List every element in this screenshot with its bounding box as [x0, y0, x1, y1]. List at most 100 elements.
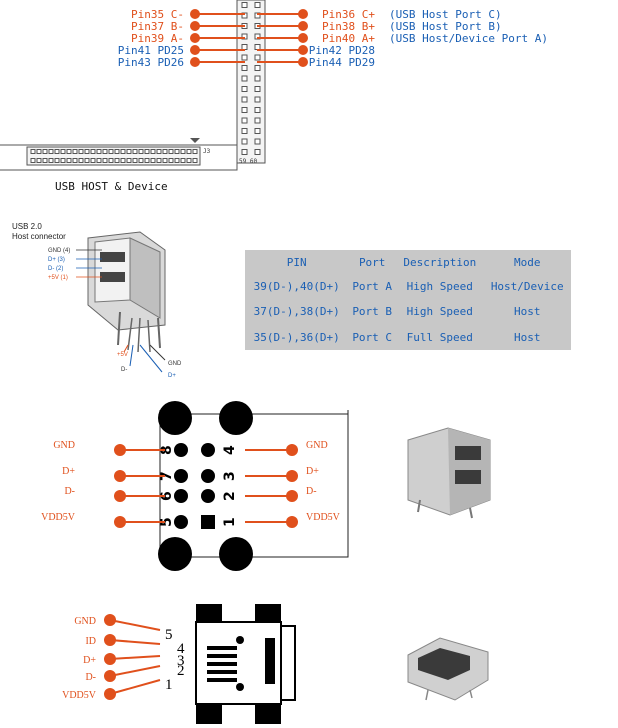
table-cell: Host: [514, 305, 541, 319]
j3-hole: [114, 149, 120, 154]
table-cell: Full Speed: [406, 330, 473, 344]
pin-number: 5: [159, 517, 175, 527]
mini-pin-lead: [109, 655, 161, 660]
header-hole: [241, 96, 248, 103]
left-pin-label: Pin43 PD26: [118, 56, 184, 69]
header-hole: [241, 107, 248, 113]
header-hole: [254, 54, 261, 61]
j3-hole: [60, 149, 66, 154]
pad-dot: [286, 470, 298, 482]
header-number-label: 59 60: [239, 158, 257, 165]
j3-label: J3: [203, 148, 211, 155]
pin-number: 4: [222, 445, 238, 455]
usb-pin-label: +5V (1): [48, 275, 68, 281]
left-signal-label: GND: [53, 440, 75, 451]
connector-title-2: Host connector: [12, 232, 66, 241]
j3-hole: [96, 149, 102, 154]
header-hole: [254, 107, 261, 113]
table-cell: 37(D-),38(D+): [253, 305, 340, 319]
j3-hole: [168, 149, 174, 154]
pin-number: 2: [222, 491, 238, 501]
j3-hole: [168, 158, 174, 163]
j3-hole: [108, 158, 114, 163]
contact-finger: [207, 646, 237, 650]
mount-hole-br: [219, 537, 253, 571]
table-cell: 39(D-),40(D+): [253, 280, 340, 294]
j3-hole: [138, 158, 144, 163]
pin-dot: [190, 45, 200, 55]
pad-dot: [114, 490, 126, 502]
pcb-edge-line-lower: [0, 163, 238, 171]
pin-number: 8: [159, 445, 175, 455]
j3-hole: [54, 158, 60, 163]
j3-hole: [60, 158, 66, 163]
j3-hole: [96, 158, 102, 163]
j3-hole: [186, 158, 192, 163]
header-hole: [254, 149, 261, 155]
left-signal-label: VDD5V: [41, 512, 76, 523]
j3-hole: [102, 158, 108, 163]
usb-pin-labels: GND (4)D+ (3)D- (2)+5V (1): [48, 248, 102, 281]
right-signal-label: D-: [306, 486, 317, 497]
header-hole: [241, 44, 248, 50]
j3-hole: [174, 158, 180, 163]
table-cell: Host/Device: [490, 280, 564, 294]
j3-hole: [102, 149, 108, 154]
pin-dot: [298, 45, 308, 55]
mini-pin-number: 2: [177, 663, 185, 679]
header-hole: [254, 128, 261, 134]
j3-hole: [180, 158, 186, 163]
mini-pin-lead: [109, 639, 161, 645]
header-hole: [241, 2, 248, 8]
pin-number: 1: [222, 517, 238, 527]
header-hole: [241, 86, 248, 92]
table-header-row: PIN Port Description Mode: [245, 250, 571, 274]
mount-hole-tr: [219, 401, 253, 435]
mini-pin-number: 4: [177, 641, 185, 657]
j3-hole: [180, 149, 186, 154]
j3-hole: [48, 149, 54, 154]
connector-title-1: USB 2.0: [12, 222, 42, 231]
j3-hole: [144, 149, 150, 154]
pad: [201, 489, 215, 503]
bottom-label-dplus: D+: [168, 373, 176, 379]
header-hole: [254, 86, 261, 92]
usb-port-table: PIN Port Description Mode 39(D-),40(D+) …: [245, 250, 571, 350]
column-header: Description: [403, 255, 477, 269]
pad: [174, 443, 188, 457]
port-note: (USB Host Port B): [389, 20, 502, 33]
left-signal-label: D-: [64, 486, 75, 497]
j3-pin-holes: [30, 149, 198, 163]
usb-pin-label: D+ (3): [48, 257, 65, 263]
pad-dot: [114, 470, 126, 482]
j3-hole: [84, 158, 90, 163]
right-pin-group: Pin36 C+(USB Host Port C)Pin38 B+(USB Ho…: [257, 8, 548, 69]
column-header: PIN: [286, 255, 307, 269]
mini-pin-number: 3: [177, 653, 185, 669]
left-pin-group: Pin35 C-Pin37 B-Pin39 A-Pin41 PD25Pin43 …: [118, 8, 245, 69]
table-row: 39(D-),40(D+) Port A High Speed Host/Dev…: [245, 274, 571, 299]
j3-hole: [72, 158, 78, 163]
right-signal-label: GND: [306, 440, 328, 451]
table-cell: High Speed: [406, 280, 473, 294]
mini-signal-label: GND: [74, 616, 96, 627]
j3-hole: [150, 158, 156, 163]
j3-hole: [66, 158, 72, 163]
table-cell: High Speed: [406, 305, 473, 319]
j3-hole: [132, 158, 138, 163]
j3-hole: [162, 158, 168, 163]
header-hole: [241, 149, 248, 155]
j3-hole: [174, 149, 180, 154]
pin-number: 7: [159, 471, 175, 481]
j3-hole: [42, 158, 48, 163]
table-cell: Port A: [352, 280, 393, 294]
usb-a-connector-drawing: [87, 231, 166, 353]
j3-hole: [30, 158, 36, 163]
j3-hole: [48, 158, 54, 163]
mini-pin-number: 1: [165, 677, 173, 693]
j3-hole: [36, 158, 42, 163]
j3-hole: [84, 149, 90, 154]
